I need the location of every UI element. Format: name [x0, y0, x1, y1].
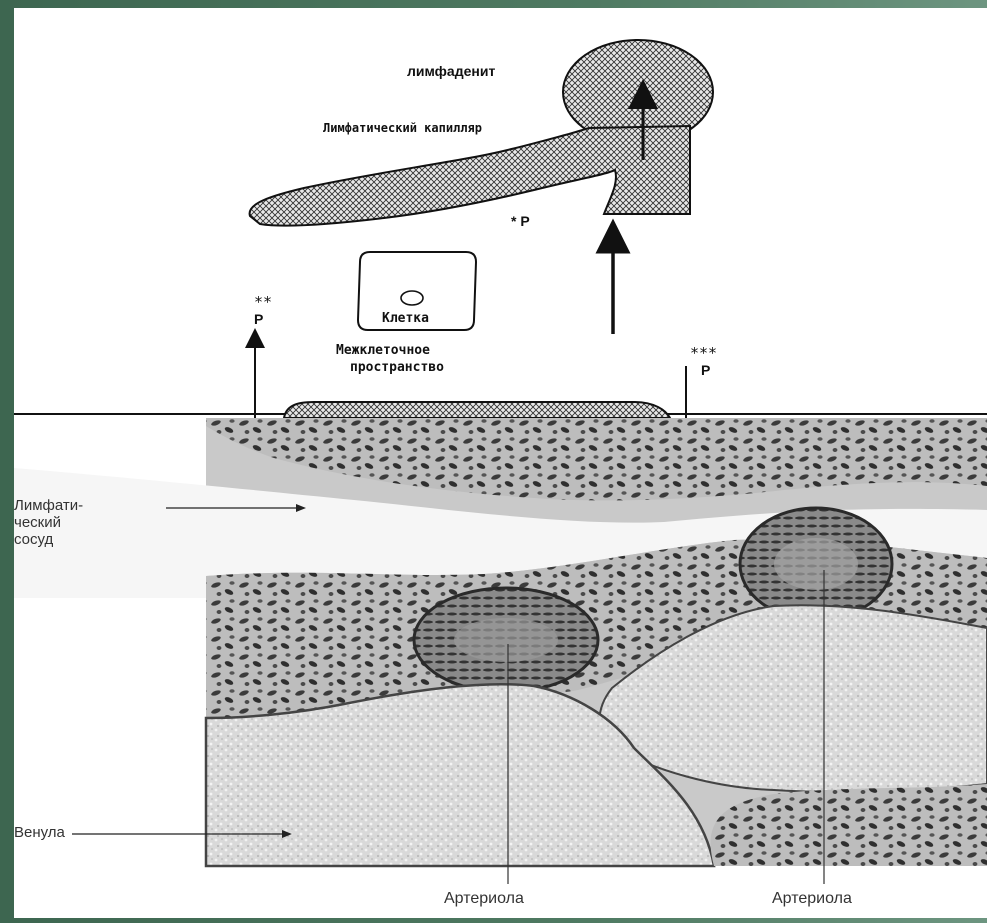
- p-triple-star-letter: P: [701, 363, 710, 377]
- p-double-star-marks: **: [254, 295, 272, 310]
- interstitial-space-line1: Межклеточное: [336, 344, 430, 357]
- p-double-star-letter: P: [254, 312, 263, 326]
- venule-label: Венула: [14, 825, 65, 842]
- arteriole-right-label: Артериола: [772, 890, 852, 908]
- p-star-label: * P: [511, 214, 530, 228]
- interstitial-space-line2: пространство: [350, 361, 444, 374]
- lymph-vessel-label-line3: сосуд: [14, 532, 53, 549]
- lymph-vessel-label-line2: ческий: [14, 515, 61, 532]
- lymph-flow-diagram: лимфаденит Лимфатический капилляр * P **…: [14, 8, 987, 418]
- lymph-vessel-label-line1: Лимфати-: [14, 498, 83, 515]
- diagram-drawing: [14, 8, 987, 418]
- lymphadenitis-label: лимфаденит: [407, 64, 495, 78]
- blood-capillary-shape: [284, 402, 670, 418]
- cell-nucleus-shape: [401, 291, 423, 305]
- lymph-capillary-shape: [250, 126, 690, 226]
- lymph-capillary-label: Лимфатический капилляр: [323, 122, 482, 134]
- cell-label: Клетка: [382, 312, 429, 325]
- p-triple-star-marks: ***: [690, 346, 717, 361]
- histology-micrograph: Лимфати- ческий сосуд Венула Артериола А…: [14, 418, 987, 918]
- micrograph-image: [14, 418, 987, 918]
- arteriole-left-label: Артериола: [444, 890, 524, 908]
